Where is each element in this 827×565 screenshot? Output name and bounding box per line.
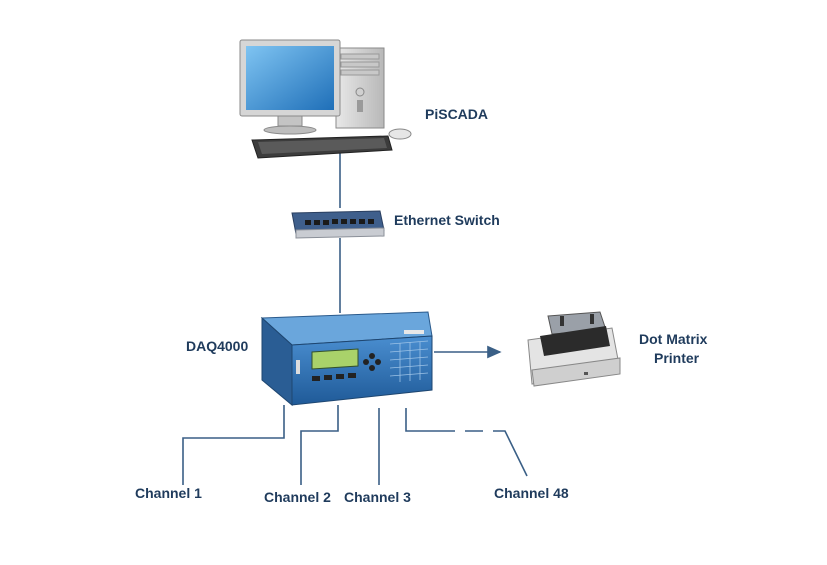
- channel-1-line: [182, 405, 285, 485]
- channel-48-line: [405, 408, 455, 432]
- printer-label-line1: Dot Matrix: [639, 331, 708, 347]
- daq-label: DAQ4000: [186, 338, 249, 354]
- dot-matrix-printer-icon: [527, 311, 621, 387]
- channel-48-line-end: [493, 430, 528, 477]
- channel-2-line: [300, 405, 339, 485]
- channel-1-label: Channel 1: [135, 485, 202, 501]
- data-acquisition-unit-icon: [260, 311, 433, 407]
- desktop-computer-icon: [239, 39, 412, 159]
- switch-label: Ethernet Switch: [394, 212, 500, 228]
- channel-2-label: Channel 2: [264, 489, 331, 505]
- connections: [182, 150, 528, 485]
- pc-label: PiSCADA: [425, 106, 489, 122]
- network-switch-icon: [291, 210, 385, 239]
- channel-3-label: Channel 3: [344, 489, 411, 505]
- printer-label-line2: Printer: [654, 350, 700, 366]
- channel-48-label: Channel 48: [494, 485, 569, 501]
